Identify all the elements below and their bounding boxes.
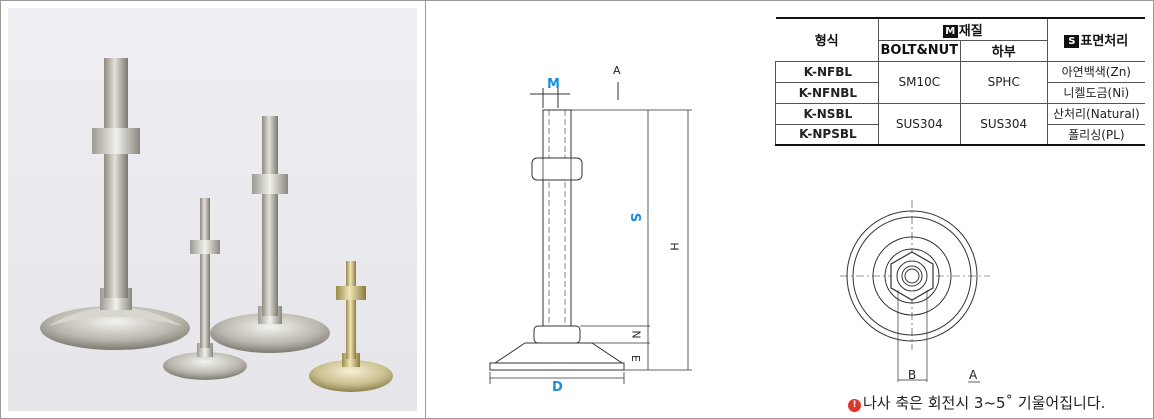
side-view-svg xyxy=(489,82,692,384)
surface-badge: S xyxy=(1064,35,1080,49)
model-code: K-NFBL xyxy=(775,60,879,83)
bolt-material: SM10C xyxy=(877,60,961,104)
tilt-note: !나사 축은 회전시 3~5˚ 기울어집니다. xyxy=(848,392,1105,413)
base-material: SUS304 xyxy=(959,102,1048,146)
header-base: 하부 xyxy=(959,39,1048,62)
panel-divider xyxy=(425,0,426,419)
top-view-svg xyxy=(840,200,990,383)
material-badge: M xyxy=(942,24,958,38)
dim-d-label: D xyxy=(552,380,563,395)
product-photo xyxy=(8,8,417,411)
surface-treatment: 니켈도금(Ni) xyxy=(1046,81,1145,104)
surface-treatment: 폴리싱(PL) xyxy=(1046,123,1145,146)
tilt-note-text: 나사 축은 회전시 3~5˚ 기울어집니다. xyxy=(863,394,1106,412)
surface-treatment: 산처리(Natural) xyxy=(1046,102,1145,125)
table-row: K-NPSBL 폴리싱(PL) xyxy=(775,123,1145,146)
dim-b-label: B xyxy=(908,368,917,382)
table-row: K-NFBL SM10C SPHC 아연백색(Zn) xyxy=(775,60,1145,104)
header-surface-label: 표면처리 xyxy=(1080,34,1129,50)
header-material-label: 재질 xyxy=(958,23,983,39)
model-code: K-NFNBL xyxy=(775,81,879,104)
header-bolt-nut: BOLT&NUT xyxy=(877,39,961,62)
bolt-material: SUS304 xyxy=(877,102,961,146)
dim-h-label: H xyxy=(667,242,681,251)
top-view-drawing: B A xyxy=(840,200,1000,394)
leveling-feet-illustration xyxy=(40,58,393,392)
dim-m-label: M xyxy=(547,77,560,92)
header-model: 형식 xyxy=(775,17,879,62)
dim-a-label: A xyxy=(613,64,621,77)
model-code: K-NPSBL xyxy=(775,123,879,146)
model-code: K-NSBL xyxy=(775,102,879,125)
surface-treatment: 아연백색(Zn) xyxy=(1046,60,1145,83)
dim-a-section-label: A xyxy=(969,368,978,382)
side-view-drawing: M A S H N E D xyxy=(470,60,720,409)
base-material: SPHC xyxy=(959,60,1048,104)
dim-e-label: E xyxy=(628,355,642,362)
warning-icon: ! xyxy=(848,399,861,412)
table-row: K-NSBL SUS304 SUS304 산처리(Natural) xyxy=(775,102,1145,146)
dim-s-label: S xyxy=(627,212,643,223)
dim-n-label: N xyxy=(629,330,643,339)
